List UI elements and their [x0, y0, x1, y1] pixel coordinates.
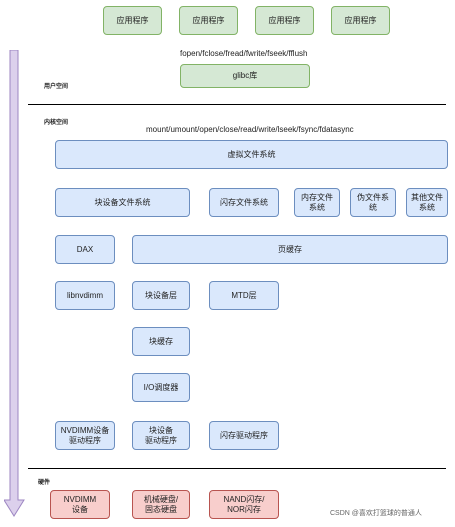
disk-label: 机械硬盘/ 固态硬盘 — [143, 494, 179, 514]
block-driver-label: 块设备 驱动程序 — [145, 425, 177, 445]
other-fs-label: 其他文件 系统 — [411, 192, 443, 212]
pseudo-fs-label: 伪文件系 统 — [357, 192, 389, 212]
nvdimm-driver-label: NVDIMM设备 驱动程序 — [60, 425, 110, 445]
watermark: CSDN @喜欢打篮球的普通人 — [330, 510, 422, 517]
mtd-layer-box: MTD层 — [209, 281, 279, 310]
hardware-label: 硬件 — [38, 480, 51, 486]
block-cache-label: 块缓存 — [149, 336, 173, 346]
kernel-hardware-divider — [28, 468, 446, 469]
app-label-2: 应用程序 — [192, 15, 225, 25]
mtd-layer-label: MTD层 — [231, 290, 257, 300]
glibc-label: glibc库 — [232, 71, 258, 80]
nvdimm-device-label: NVDIMM 设备 — [63, 494, 97, 514]
dax-box: DAX — [55, 235, 115, 264]
app-box-2: 应用程序 — [179, 6, 238, 35]
block-fs-box: 块设备文件系统 — [55, 188, 190, 217]
block-fs-label: 块设备文件系统 — [94, 197, 151, 207]
app-label-4: 应用程序 — [344, 15, 377, 25]
vfs-box: 虚拟文件系统 — [55, 140, 448, 169]
app-box-3: 应用程序 — [255, 6, 314, 35]
mem-fs-box: 内存文件 系统 — [294, 188, 340, 217]
vfs-label: 虚拟文件系统 — [227, 149, 276, 159]
mem-fs-label: 内存文件 系统 — [301, 192, 333, 212]
nand-nor-label: NAND闪存/ NOR闪存 — [223, 494, 265, 514]
app-label-1: 应用程序 — [116, 15, 149, 25]
glibc-box: glibc库 — [180, 64, 310, 88]
kernel-syscalls-label: mount/umount/open/close/read/write/lseek… — [146, 125, 354, 134]
app-label-3: 应用程序 — [268, 15, 301, 25]
dax-label: DAX — [76, 244, 94, 254]
flash-fs-label: 闪存文件系统 — [220, 197, 268, 207]
io-scheduler-label: I/O调度器 — [143, 382, 179, 392]
io-scheduler-box: I/O调度器 — [132, 373, 190, 402]
nvdimm-driver-box: NVDIMM设备 驱动程序 — [55, 421, 115, 450]
app-box-4: 应用程序 — [331, 6, 390, 35]
user-space-label: 用户空间 — [44, 84, 69, 90]
block-cache-box: 块缓存 — [132, 327, 190, 356]
flash-driver-box: 闪存驱动程序 — [209, 421, 279, 450]
libnvdimm-label: libnvdimm — [66, 290, 103, 300]
flash-fs-box: 闪存文件系统 — [209, 188, 279, 217]
other-fs-box: 其他文件 系统 — [406, 188, 448, 217]
page-cache-label: 页缓存 — [278, 244, 302, 254]
user-syscalls-label: fopen/fclose/fread/fwrite/fseek/fflush — [180, 49, 308, 58]
libnvdimm-box: libnvdimm — [55, 281, 115, 310]
nand-nor-box: NAND闪存/ NOR闪存 — [209, 490, 279, 519]
kernel-space-label: 内核空间 — [44, 120, 69, 126]
pseudo-fs-box: 伪文件系 统 — [350, 188, 396, 217]
block-layer-label: 块设备层 — [145, 290, 177, 300]
app-box-1: 应用程序 — [103, 6, 162, 35]
page-cache-box: 页缓存 — [132, 235, 448, 264]
disk-box: 机械硬盘/ 固态硬盘 — [132, 490, 190, 519]
flow-arrow — [4, 50, 25, 517]
block-layer-box: 块设备层 — [132, 281, 190, 310]
block-driver-box: 块设备 驱动程序 — [132, 421, 190, 450]
nvdimm-device-box: NVDIMM 设备 — [50, 490, 110, 519]
flash-driver-label: 闪存驱动程序 — [220, 430, 268, 440]
user-kernel-divider — [28, 104, 446, 105]
